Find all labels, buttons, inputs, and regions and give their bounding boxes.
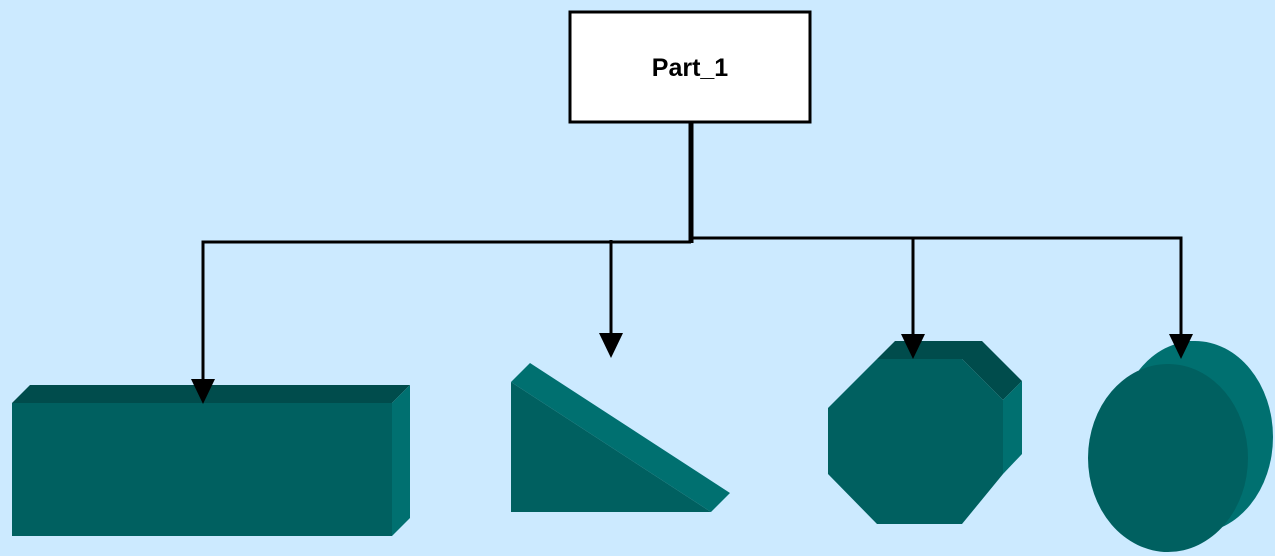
arrowhead-block xyxy=(191,379,215,404)
arrowhead-cylinder xyxy=(1169,334,1193,359)
octagon-side-face xyxy=(1003,381,1022,474)
shape-triangular-wedge xyxy=(511,363,730,512)
block-side-face xyxy=(392,385,410,536)
shape-rectangular-block xyxy=(12,385,410,536)
cylinder-front-face xyxy=(1088,364,1248,552)
arrowhead-wedge xyxy=(599,333,623,358)
connector-right xyxy=(691,236,1183,336)
block-front-face xyxy=(12,403,392,536)
octagon-top-face xyxy=(828,341,1022,408)
root-node: Part_1 xyxy=(568,10,812,124)
wedge-slope-face xyxy=(511,363,730,512)
root-label: Part_1 xyxy=(652,54,729,82)
block-top-face xyxy=(12,385,410,403)
wedge-front-face xyxy=(511,382,711,512)
octagon-front-face xyxy=(828,359,1003,524)
root-box xyxy=(568,10,812,124)
arrowhead-octagon xyxy=(901,334,925,359)
shape-octagonal-prism xyxy=(828,341,1022,524)
connector-left xyxy=(201,240,691,380)
connector-lines xyxy=(201,122,1183,380)
arrowheads xyxy=(191,333,1193,404)
shape-cylinder xyxy=(1088,341,1273,552)
